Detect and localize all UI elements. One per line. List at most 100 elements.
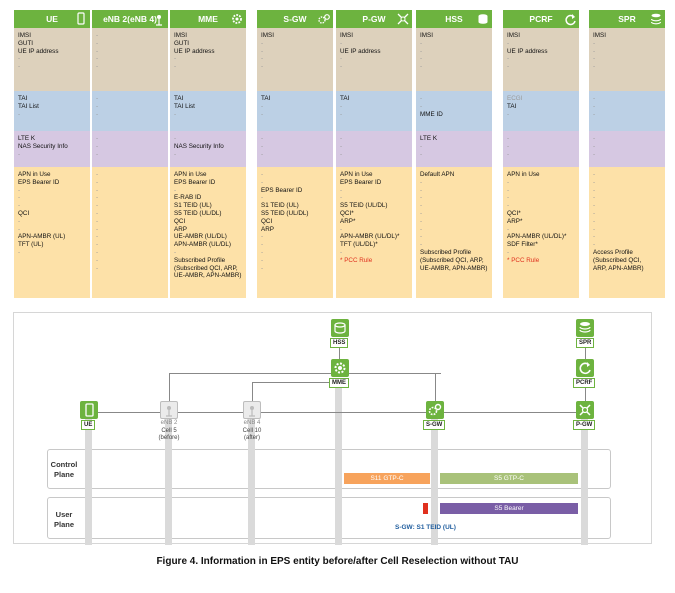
column-title: MME	[198, 14, 218, 24]
entity-field: -	[420, 202, 423, 210]
entity-field: APN-AMBR (UL/DL)	[174, 241, 232, 249]
sgw-link-line	[435, 373, 436, 408]
entity-field: UE-AMBR (UL/DL)	[174, 233, 227, 241]
entity-field: TAI	[340, 95, 350, 102]
section-s3: ---	[503, 131, 579, 167]
entity-field: APN-AMBR (UL)	[18, 233, 66, 241]
entity-field: -	[261, 194, 264, 202]
entity-field: EPS Bearer ID	[18, 178, 60, 186]
entity-field: -	[340, 39, 343, 47]
entity-field: UE IP address	[18, 47, 59, 55]
column-header: PCRF	[503, 10, 579, 28]
entity-field: -	[420, 39, 423, 47]
entity-field: S5 TEID (UL/DL)	[261, 209, 309, 217]
s1-teid-marker	[423, 503, 428, 514]
entity-field: -	[420, 209, 423, 217]
entity-field: -	[593, 194, 596, 202]
entity-field: -	[96, 178, 99, 186]
column-header: P-GW	[336, 10, 412, 28]
column-title: eNB 2(eNB 4)	[103, 14, 157, 24]
hss-node	[331, 319, 349, 337]
column-header: HSS	[416, 10, 492, 28]
mme-label: MME	[329, 378, 349, 388]
entity-field: -	[507, 178, 510, 186]
entity-field: APN-AMBR (UL/DL)*	[507, 233, 567, 241]
entity-field: -	[420, 150, 423, 158]
entity-field: -	[18, 63, 21, 71]
section-s3: ---	[257, 131, 333, 167]
entity-field: UE IP address	[174, 47, 215, 55]
entity-field: TAI	[174, 95, 184, 102]
entity-field: UE IP address	[507, 47, 548, 55]
entity-field: -	[96, 55, 99, 63]
storage-icon	[579, 322, 591, 333]
entity-field: -	[420, 95, 423, 102]
section-s4: -------------	[92, 167, 168, 298]
entity-field: -	[96, 110, 99, 118]
column-enb-2-enb-4-: eNB 2(eNB 4)------------------------	[92, 10, 168, 298]
entity-field: -	[261, 142, 264, 150]
column-header: UE	[14, 10, 90, 28]
column-title: S-GW	[283, 14, 307, 24]
entity-field: -	[261, 55, 264, 63]
entity-field: QCI	[261, 217, 273, 225]
entity-field: UE IP address	[340, 47, 381, 55]
entity-field: -	[340, 55, 343, 63]
section-s4: ----------Access Profile(Subscribed QCI,…	[589, 167, 665, 298]
entity-field: -	[507, 135, 510, 142]
entity-field: -	[261, 47, 264, 55]
pcrf-node	[576, 359, 594, 377]
pcrf-pgw-line	[585, 381, 586, 403]
entity-field: -	[420, 47, 423, 55]
entity-field: -	[96, 256, 99, 264]
phone-icon	[74, 12, 87, 25]
entity-field: -	[507, 202, 510, 210]
column-title: HSS	[445, 14, 463, 24]
control-plane-label: Control Plane	[50, 460, 78, 479]
section-s3: ---	[92, 131, 168, 167]
entity-field: -	[593, 225, 596, 233]
entity-field: IMSI	[507, 32, 520, 39]
entity-field: -	[420, 186, 423, 194]
antenna-icon	[249, 406, 255, 417]
entity-field: MME ID	[420, 110, 443, 118]
entity-field: -	[593, 55, 596, 63]
mme-enb4-line	[252, 382, 332, 383]
entity-field: -	[261, 110, 264, 118]
antenna-icon	[152, 12, 165, 26]
entity-field: IMSI	[420, 32, 433, 39]
router-icon	[579, 404, 591, 416]
entity-field: -	[507, 142, 510, 150]
entity-field: -	[420, 63, 423, 71]
entity-field: -	[18, 194, 21, 202]
s5-bearer-bar: S5 Bearer	[440, 503, 578, 514]
entity-field: QCI	[174, 217, 186, 225]
enb2-link-line	[169, 373, 170, 408]
entity-field: -	[420, 225, 423, 233]
entity-field: -	[18, 202, 21, 210]
entity-field: -	[507, 150, 510, 158]
column-header: eNB 2(eNB 4)	[92, 10, 168, 28]
enb4-node	[243, 401, 261, 419]
entity-field: -	[593, 241, 596, 249]
entity-field: -	[261, 150, 264, 158]
entity-field: -	[340, 63, 343, 71]
gear-icon	[230, 12, 243, 25]
sgw-label: S-GW	[423, 420, 446, 430]
entity-field: -	[261, 241, 264, 249]
entity-field: -	[174, 110, 177, 118]
column-title: SPR	[618, 14, 636, 24]
entity-field: -	[261, 264, 264, 272]
entity-field: -	[507, 55, 510, 63]
top-link-line	[169, 373, 441, 374]
entity-field: -	[420, 142, 423, 150]
